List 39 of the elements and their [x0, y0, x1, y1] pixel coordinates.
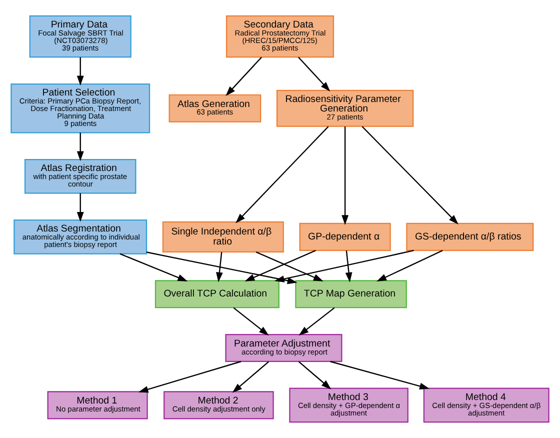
arrow [236, 126, 329, 224]
node-box: Parameter Adjustment according to biopsy report [225, 334, 342, 362]
arrow [76, 57, 84, 86]
arrow [146, 252, 298, 284]
arrow [244, 250, 316, 282]
arrow [298, 307, 335, 336]
node-box: Method 2 Cell density adjustment only [164, 391, 274, 420]
arrow [376, 250, 443, 282]
arrow [362, 126, 458, 225]
node-box: Patient Selection Criteria: Primary PCa Biopsy Report, Dose Fractionation, Treatment Planning Data 9 patients [10, 83, 150, 134]
node-box: Atlas Registration with patient specific prostate contour [24, 159, 136, 194]
arrow [233, 307, 269, 336]
arrow [298, 56, 330, 92]
arrow [256, 252, 324, 282]
node-box: Atlas Generation 63 patients [168, 94, 262, 122]
arrow [226, 56, 262, 96]
arrow [232, 361, 270, 393]
arrow [76, 193, 84, 222]
node-box: Single Independent α/β ratio [162, 221, 284, 252]
node-box: Radiosensitivity Parameter Generation 27 patients [276, 90, 414, 127]
node-box: Method 1 No parameter adjustment [47, 391, 148, 420]
arrow [120, 253, 188, 282]
arrow [298, 361, 332, 390]
arrow [138, 360, 242, 393]
arrow [330, 360, 430, 390]
node-box: Secondary Data Radical Prostatectomy Trial (HREC/15/PMCC/125) 63 patients [226, 15, 334, 58]
node-box: Primary Data Focal Salvage SBRT Trial (NCT03073278) 39 patients [29, 15, 132, 58]
node-box: Method 3 Cell density + GP-dependent α adjustment [289, 388, 408, 423]
node-box: Method 4 Cell density + GS-dependent α/β adjustment [423, 388, 550, 423]
arrow [274, 250, 414, 282]
arrow [342, 126, 349, 226]
arrow [76, 132, 84, 162]
node-box: Overall TCP Calculation [154, 280, 280, 308]
arrow [345, 250, 352, 282]
node-box: TCP Map Generation [295, 280, 407, 308]
node-box: GP-dependent α [299, 222, 391, 251]
node-box: Atlas Segmentation anatomically according to individual patient's biopsy report [14, 220, 148, 254]
arrow [216, 252, 223, 282]
node-box: GS-dependent α/β ratios [406, 222, 534, 251]
